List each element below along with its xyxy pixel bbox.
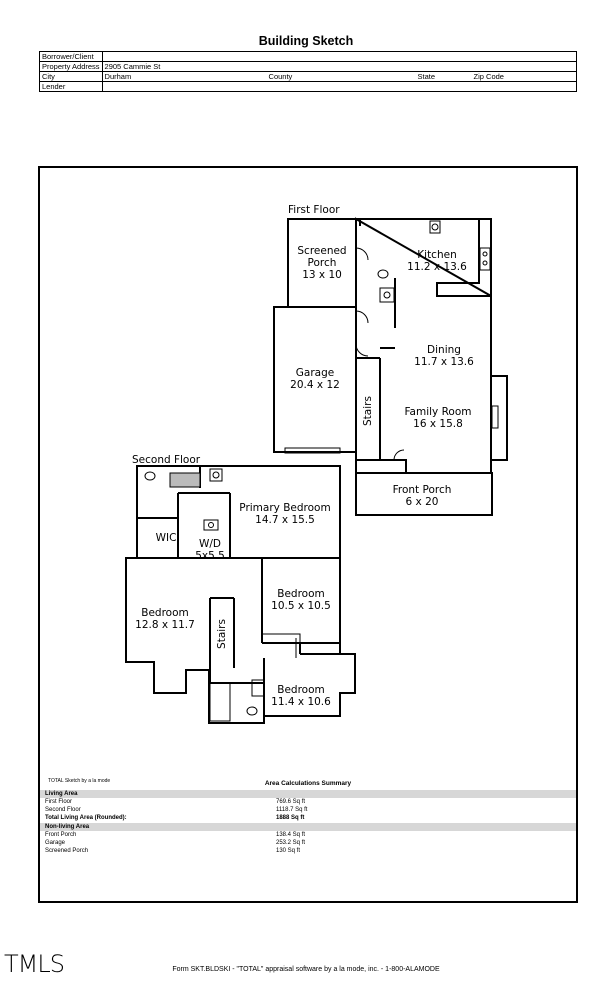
second-floor-outline xyxy=(125,465,356,724)
summary-title: Area Calculations Summary xyxy=(264,780,352,787)
garage-door-icon xyxy=(284,447,341,454)
door-swing-icon xyxy=(355,247,369,261)
summary-value: 130 Sq ft xyxy=(276,847,301,854)
walls xyxy=(125,217,508,724)
bathtub-icon xyxy=(209,682,231,722)
floor-plan xyxy=(125,217,508,724)
front-porch-outline xyxy=(355,472,493,516)
address-value: 2905 Cammie St xyxy=(101,61,578,72)
room-bedroom-b: Bedroom 10.5 x 10.5 xyxy=(271,588,331,612)
property-info-table: Borrower/Client Property Address 2905 Ca… xyxy=(39,51,578,92)
living-area-header: Living Area xyxy=(40,790,576,798)
mls-logo: TMLS xyxy=(4,950,65,978)
sketch-frame: First Floor Second Floor Screened Porch … xyxy=(38,166,578,903)
room-dining: Dining 11.7 x 13.6 xyxy=(414,344,474,368)
sink-icon xyxy=(429,220,441,234)
address-label: Property Address xyxy=(39,61,103,72)
summary-total-row: Total Living Area (Rounded): 1888 Sq ft xyxy=(40,814,576,822)
sketch-credit: TOTAL Sketch by a la mode xyxy=(48,778,111,784)
summary-label: Garage xyxy=(45,839,66,846)
room-wic: WIC xyxy=(155,532,177,544)
second-floor-label: Second Floor xyxy=(132,454,201,466)
room-family: Family Room 16 x 15.8 xyxy=(404,406,472,430)
room-kitchen: Kitchen 11.2 x 13.6 xyxy=(407,249,467,273)
county-label: County xyxy=(266,71,416,82)
city-value: Durham xyxy=(101,71,267,82)
lender-label: Lender xyxy=(39,81,103,92)
summary-value: 1118.7 Sq ft xyxy=(276,807,308,814)
summary-row: Screened Porch 130 Sq ft xyxy=(40,847,576,855)
first-floor-label: First Floor xyxy=(288,204,340,216)
page-title: Building Sketch xyxy=(258,34,354,48)
room-stairs-first: Stairs xyxy=(362,396,374,426)
summary-label: Front Porch xyxy=(45,831,77,838)
city-label: City xyxy=(39,71,103,82)
footer-text: Form SKT.BLDSKI - "TOTAL" appraisal soft… xyxy=(172,966,440,973)
summary-value: 769.6 Sq ft xyxy=(276,799,306,805)
summary-label: Total Living Area (Rounded): xyxy=(45,815,127,822)
zip-label: Zip Code xyxy=(471,71,577,82)
room-front-porch: Front Porch 6 x 20 xyxy=(392,484,452,508)
summary-label: Second Floor xyxy=(45,807,81,814)
lavatory-icon xyxy=(379,287,395,303)
summary-row: Garage 253.2 Sq ft xyxy=(40,839,576,847)
area-summary: Living Area First Floor 769.6 Sq ft Seco… xyxy=(40,790,576,855)
room-screened-porch: Screened Porch 13 x 10 xyxy=(297,245,347,281)
summary-value: 138.4 Sq ft xyxy=(276,831,306,838)
room-wd: W/D 5x5.5 xyxy=(195,538,225,562)
fixtures xyxy=(144,220,499,722)
washer-icon xyxy=(209,468,223,482)
summary-row: First Floor 769.6 Sq ft xyxy=(40,798,576,806)
state-label: State xyxy=(415,71,472,82)
stove-icon xyxy=(479,247,491,271)
borrower-label: Borrower/Client xyxy=(39,51,103,62)
room-stairs-second: Stairs xyxy=(216,619,228,649)
sink-icon xyxy=(203,519,219,531)
kitchen-outline xyxy=(356,218,492,297)
fireplace-icon xyxy=(491,405,499,429)
room-garage: Garage 20.4 x 12 xyxy=(290,367,340,391)
borrower-value xyxy=(101,51,578,62)
room-primary-bedroom: Primary Bedroom 14.7 x 15.5 xyxy=(239,502,331,526)
shower-icon xyxy=(169,472,201,488)
toilet-icon xyxy=(377,269,389,279)
summary-label: First Floor xyxy=(45,799,72,805)
summary-row: Front Porch 138.4 Sq ft xyxy=(40,831,576,839)
summary-label: Screened Porch xyxy=(45,847,89,854)
summary-value: 1888 Sq ft xyxy=(276,815,305,822)
lender-value xyxy=(101,81,578,92)
room-bedroom-a: Bedroom 12.8 x 11.7 xyxy=(135,607,195,631)
summary-value: 253.2 Sq ft xyxy=(276,839,306,846)
nonliving-area-header: Non-living Area xyxy=(40,822,576,831)
room-bedroom-c: Bedroom 11.4 x 10.6 xyxy=(271,684,331,708)
summary-row: Second Floor 1118.7 Sq ft xyxy=(40,806,576,814)
main-outline xyxy=(355,217,508,474)
